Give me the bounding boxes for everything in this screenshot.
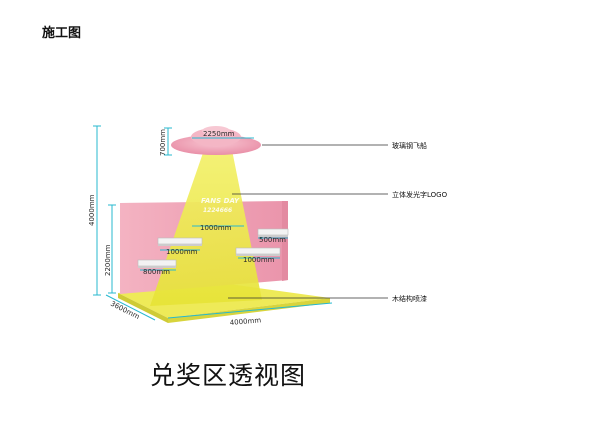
logo-line-1: FANS DAY (201, 197, 240, 205)
shelf-left-top (157, 237, 203, 246)
dim-shelf-center: 1000mm (200, 224, 232, 232)
dim-shelf-left-bottom: 800mm (143, 268, 170, 276)
dim-total-height: 4000mm (88, 194, 96, 226)
ufo-model (171, 126, 261, 155)
dim-shelf-right-bottom: 1000mm (243, 256, 275, 264)
dim-shelf-left-top: 1000mm (166, 248, 198, 256)
dim-line-depth (105, 294, 156, 321)
logo-line-2: 1224666 (203, 207, 232, 214)
drawing-caption: 兑奖区透视图 (150, 361, 307, 390)
floor-platform-left-edge (118, 293, 168, 323)
dim-width: 4000mm (229, 316, 261, 327)
dim-line-width (167, 302, 333, 319)
callout-logo: 立体发光字LOGO (392, 190, 448, 199)
back-wall-side (282, 201, 288, 281)
shelf-right-bottom (235, 247, 281, 256)
dim-ufo-height: 700mm (159, 129, 167, 156)
dim-wall-height: 2200mm (104, 244, 112, 276)
shelf-left-bottom (137, 259, 177, 268)
page-title: 施工图 (42, 26, 82, 41)
dim-ufo-width: 2250mm (203, 130, 235, 138)
light-beam (150, 150, 262, 306)
callout-ufo: 玻璃钢飞船 (392, 141, 427, 150)
dim-shelf-right-top: 500mm (259, 236, 286, 244)
callout-structure: 木结构喷漆 (392, 294, 427, 303)
shelf-right-top (257, 228, 289, 237)
